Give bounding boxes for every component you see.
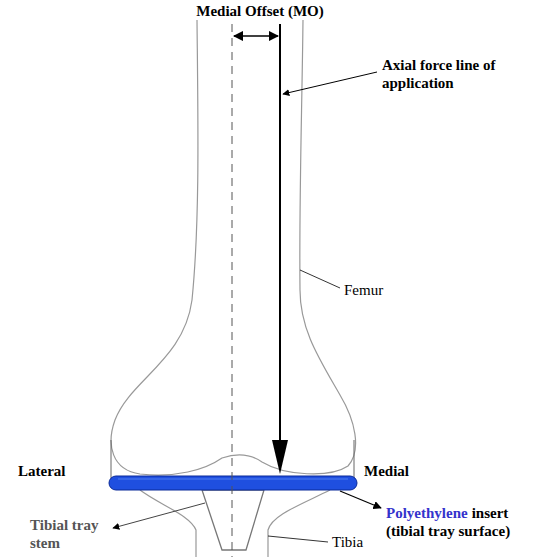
axial-force-line <box>279 24 281 442</box>
side-label: Lateral <box>18 462 98 480</box>
polyethylene-insert <box>109 476 357 490</box>
leader-line <box>268 536 328 542</box>
force-label: Axial force line of application <box>382 56 532 92</box>
leader-line <box>283 72 377 94</box>
part-label: Tibial tray stem <box>30 516 110 552</box>
tibia-outline <box>140 490 196 557</box>
insert-edge-line <box>111 440 112 478</box>
insert-edge-line <box>354 440 355 478</box>
tibia-outline <box>268 490 330 557</box>
leader-line <box>340 491 381 508</box>
femur-outline <box>111 20 355 475</box>
tibial-tray-stem <box>202 490 264 550</box>
offset-dimension <box>234 35 278 37</box>
part-label: Tibia <box>332 533 412 551</box>
part-label: (tibial tray surface) <box>386 522 551 540</box>
dimension-label: Medial Offset (MO) <box>175 2 345 20</box>
part-label: insert <box>472 504 532 522</box>
leader-line <box>300 270 340 288</box>
center-line <box>232 24 233 557</box>
axial-force-arrowhead <box>272 440 288 474</box>
leader-line <box>113 503 205 528</box>
side-label: Medial <box>364 462 444 480</box>
part-label: Femur <box>344 281 424 299</box>
insert-highlight <box>118 479 348 480</box>
